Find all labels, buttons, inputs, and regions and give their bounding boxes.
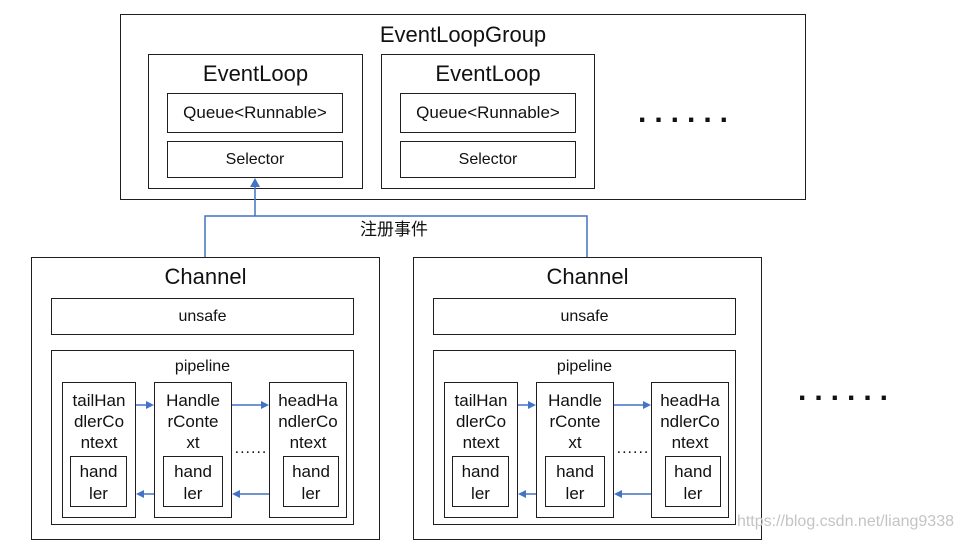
channel-2: Channel unsafe pipeline tailHan dlerCo n… (413, 257, 762, 540)
handler-label-line: ler (565, 484, 585, 503)
unsafe-box: unsafe (433, 298, 736, 335)
context-label: Handle rConte xt (537, 390, 613, 453)
handler-label: hand ler (164, 461, 222, 505)
context-label-line: headHa (660, 391, 720, 410)
selector-box: Selector (400, 141, 576, 178)
event-loop-2: EventLoop Queue<Runnable> Selector (381, 54, 595, 189)
selector-label: Selector (458, 150, 518, 168)
context-label-line: dlerCo (455, 412, 507, 431)
head-handler-context: headHa ndlerCo ntext hand ler (651, 382, 729, 518)
event-loop-title: EventLoop (435, 61, 541, 86)
tail-handler-context: tailHan dlerCo ntext hand ler (444, 382, 518, 518)
event-loop-group: EventLoopGroup EventLoop Queue<Runnable>… (120, 14, 806, 200)
unsafe-label: unsafe (560, 307, 609, 325)
handler-context: Handle rConte xt hand ler (154, 382, 232, 518)
handler-context: Handle rConte xt hand ler (536, 382, 614, 518)
context-label-line: dlerCo (73, 412, 125, 431)
context-label-line: Handle (166, 391, 220, 410)
context-label: Handle rConte xt (155, 390, 231, 453)
handler-label-line: hand (292, 462, 330, 481)
arrow-handler-to-tail-head (518, 490, 526, 498)
handler-box: hand ler (665, 456, 721, 507)
arrow-handler-to-head-head (643, 401, 651, 409)
unsafe-label: unsafe (178, 307, 227, 325)
handler-box: hand ler (70, 456, 127, 507)
more-channels-ellipsis: ...... (798, 374, 897, 407)
handler-label-line: ler (183, 484, 203, 503)
pipeline-ellipsis: ...... (616, 440, 650, 457)
event-loop-title: EventLoop (202, 61, 309, 86)
pipeline-title: pipeline (174, 358, 231, 375)
pipeline-title: pipeline (556, 358, 613, 375)
handler-label: hand ler (546, 461, 604, 505)
context-label-line: rConte (549, 412, 601, 431)
arrow-tail-to-handler-head (528, 401, 536, 409)
channel-1: Channel unsafe pipeline tailHan dlerCo n… (31, 257, 380, 540)
context-label-line: ntext (289, 433, 327, 452)
pipeline-box: pipeline tailHan dlerCo ntext hand ler H… (433, 350, 736, 525)
handler-box: hand ler (452, 456, 509, 507)
handler-label-line: ler (471, 484, 490, 503)
context-label-line: xt (186, 433, 200, 452)
more-event-loops-ellipsis: ...... (638, 96, 737, 129)
handler-box: hand ler (545, 456, 605, 507)
handler-label-line: ler (301, 484, 321, 503)
arrow-handler-to-head-head (261, 401, 269, 409)
queue-runnable-label: Queue<Runnable> (183, 103, 327, 122)
context-label: tailHan dlerCo ntext (445, 390, 517, 453)
selector-box: Selector (167, 141, 343, 178)
handler-label-line: hand (79, 462, 118, 481)
handler-label-line: hand (174, 462, 212, 481)
handler-label-line: hand (461, 462, 500, 481)
queue-runnable-box: Queue<Runnable> (167, 93, 343, 133)
arrow-handler-to-tail-head (136, 490, 144, 498)
handler-label: hand ler (284, 461, 338, 505)
handler-label: hand ler (453, 461, 508, 505)
handler-label: hand ler (666, 461, 720, 505)
handler-label-line: hand (674, 462, 712, 481)
arrow-tail-to-handler-head (146, 401, 154, 409)
context-label-line: xt (568, 433, 582, 452)
context-label: tailHan dlerCo ntext (63, 390, 135, 453)
tail-handler-context: tailHan dlerCo ntext hand ler (62, 382, 136, 518)
context-label-line: ntext (80, 433, 118, 452)
queue-runnable-box: Queue<Runnable> (400, 93, 576, 133)
register-event-label: 注册事件 (360, 220, 428, 239)
channel-title: Channel (546, 264, 629, 289)
handler-label: hand ler (71, 461, 126, 505)
event-loop-group-title: EventLoopGroup (379, 22, 547, 47)
selector-label: Selector (225, 150, 285, 168)
queue-runnable-label: Queue<Runnable> (416, 103, 560, 122)
context-label-line: ntext (462, 433, 500, 452)
context-label-line: Handle (548, 391, 602, 410)
handler-label-line: ler (683, 484, 703, 503)
context-label-line: ndlerCo (660, 412, 720, 431)
handler-label-line: ler (89, 484, 108, 503)
unsafe-box: unsafe (51, 298, 354, 335)
context-label: headHa ndlerCo ntext (652, 390, 728, 453)
arrow-head-to-handler-head (614, 490, 622, 498)
handler-box: hand ler (163, 456, 223, 507)
context-label: headHa ndlerCo ntext (270, 390, 346, 453)
watermark: https://blog.csdn.net/liang9338 (736, 513, 954, 530)
context-label-line: ndlerCo (278, 412, 338, 431)
context-label-line: tailHan (454, 391, 508, 410)
context-label-line: rConte (167, 412, 219, 431)
context-label-line: headHa (278, 391, 338, 410)
head-handler-context: headHa ndlerCo ntext hand ler (269, 382, 347, 518)
handler-box: hand ler (283, 456, 339, 507)
channel-title: Channel (164, 264, 247, 289)
arrow-head-to-handler-head (232, 490, 240, 498)
event-loop-1: EventLoop Queue<Runnable> Selector (148, 54, 363, 189)
context-label-line: tailHan (72, 391, 126, 410)
context-label-line: ntext (671, 433, 709, 452)
handler-label-line: hand (556, 462, 594, 481)
pipeline-ellipsis: ...... (234, 440, 268, 457)
pipeline-box: pipeline tailHan dlerCo ntext hand ler H… (51, 350, 354, 525)
